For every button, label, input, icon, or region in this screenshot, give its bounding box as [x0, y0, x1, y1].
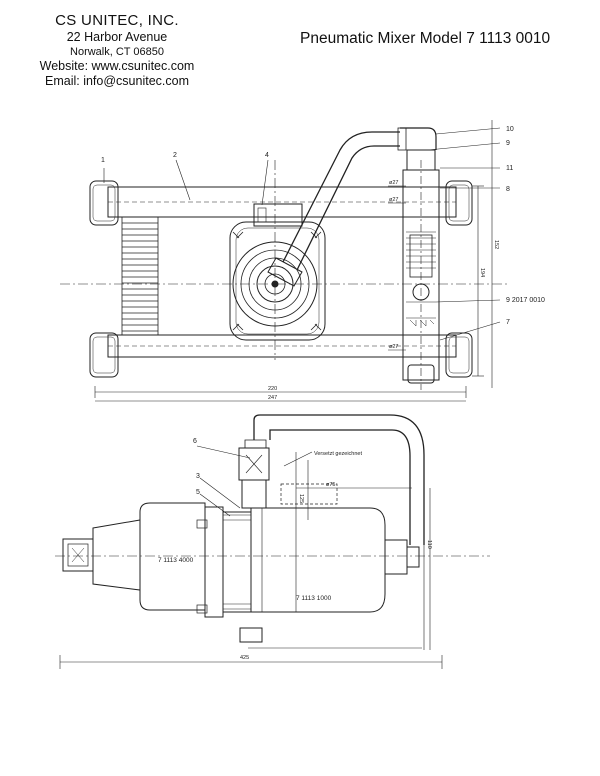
- dim-247: 247: [268, 395, 277, 401]
- dim-425: 425: [240, 655, 249, 661]
- valve-assembly: [402, 149, 440, 390]
- callout-1: 1: [101, 157, 105, 164]
- company-city: Norwalk, CT 06850: [70, 45, 164, 58]
- gear-nose: [92, 519, 141, 591]
- motor-housing-top: [229, 221, 326, 341]
- company-block: CS UNITEC, INC. 22 Harbor Avenue Norwalk…: [12, 12, 222, 89]
- callout-9: 9: [506, 140, 510, 147]
- dim-125: 125: [298, 494, 304, 503]
- callout-6: 6: [193, 438, 197, 445]
- bellows: [121, 216, 159, 336]
- dim-d75: ø75: [326, 482, 335, 488]
- dim-194: 194: [479, 268, 485, 277]
- grip-bottom-left: [89, 332, 119, 378]
- callout-4: 4: [265, 152, 269, 159]
- company-name: CS UNITEC, INC.: [55, 12, 179, 29]
- air-motor-body: [250, 507, 386, 613]
- valve-stem: [241, 479, 267, 509]
- air-pipe-outer: [282, 131, 400, 263]
- dim-110: 110: [426, 540, 432, 549]
- top-view: [60, 120, 510, 402]
- callout-2: 2: [173, 152, 177, 159]
- coupling-section: [222, 511, 252, 613]
- dim-d27-a: ø27: [389, 180, 398, 186]
- company-email: Email: info@csunitec.com: [45, 74, 189, 89]
- callout-11: 11: [506, 165, 513, 172]
- motor-label-a: 7 1113 4000: [158, 557, 194, 564]
- document-title: Pneumatic Mixer Model 7 1113 0010: [300, 30, 551, 47]
- clamp-bracket: [253, 203, 303, 227]
- callout-8: 8: [506, 186, 510, 193]
- callout-10: 10: [506, 126, 514, 133]
- grip-top-right: [445, 180, 473, 226]
- pipe-elbow: [267, 257, 303, 287]
- housing-flange: [204, 506, 224, 618]
- side-pipe-inner: [269, 429, 411, 545]
- motor-flange: [232, 241, 318, 327]
- company-address: 22 Harbor Avenue: [66, 30, 168, 45]
- callout-part-ref: 9 2017 0010: [506, 297, 545, 304]
- air-pipe-inner: [296, 145, 400, 271]
- valve-spring: [409, 234, 433, 278]
- lower-tab: [239, 627, 263, 643]
- dim-d27-c: ø27: [389, 344, 398, 350]
- dim-220: 220: [268, 386, 277, 392]
- callout-3: 3: [196, 473, 200, 480]
- valve-bottom-cap: [407, 364, 435, 384]
- motor-label-b: 7 1113 1000: [296, 595, 332, 602]
- motor-end-cap: [384, 539, 408, 575]
- grip-top-left: [89, 180, 119, 226]
- grip-bottom-right: [445, 332, 473, 378]
- dim-d27-b: ø27: [389, 197, 398, 203]
- dim-152: 152: [493, 240, 499, 249]
- side-pipe-outer: [253, 414, 425, 545]
- spindle-hub: [256, 265, 294, 303]
- valve-ball: [412, 283, 430, 301]
- company-website: Website: www.csunitec.com: [39, 58, 195, 73]
- offset-note: Versetzt gezeichnet: [314, 451, 362, 457]
- side-view: [55, 414, 490, 669]
- offset-bracket: [280, 483, 338, 505]
- callout-5: 5: [196, 489, 200, 496]
- callout-7: 7: [506, 319, 510, 326]
- hose-inlet: [406, 546, 420, 568]
